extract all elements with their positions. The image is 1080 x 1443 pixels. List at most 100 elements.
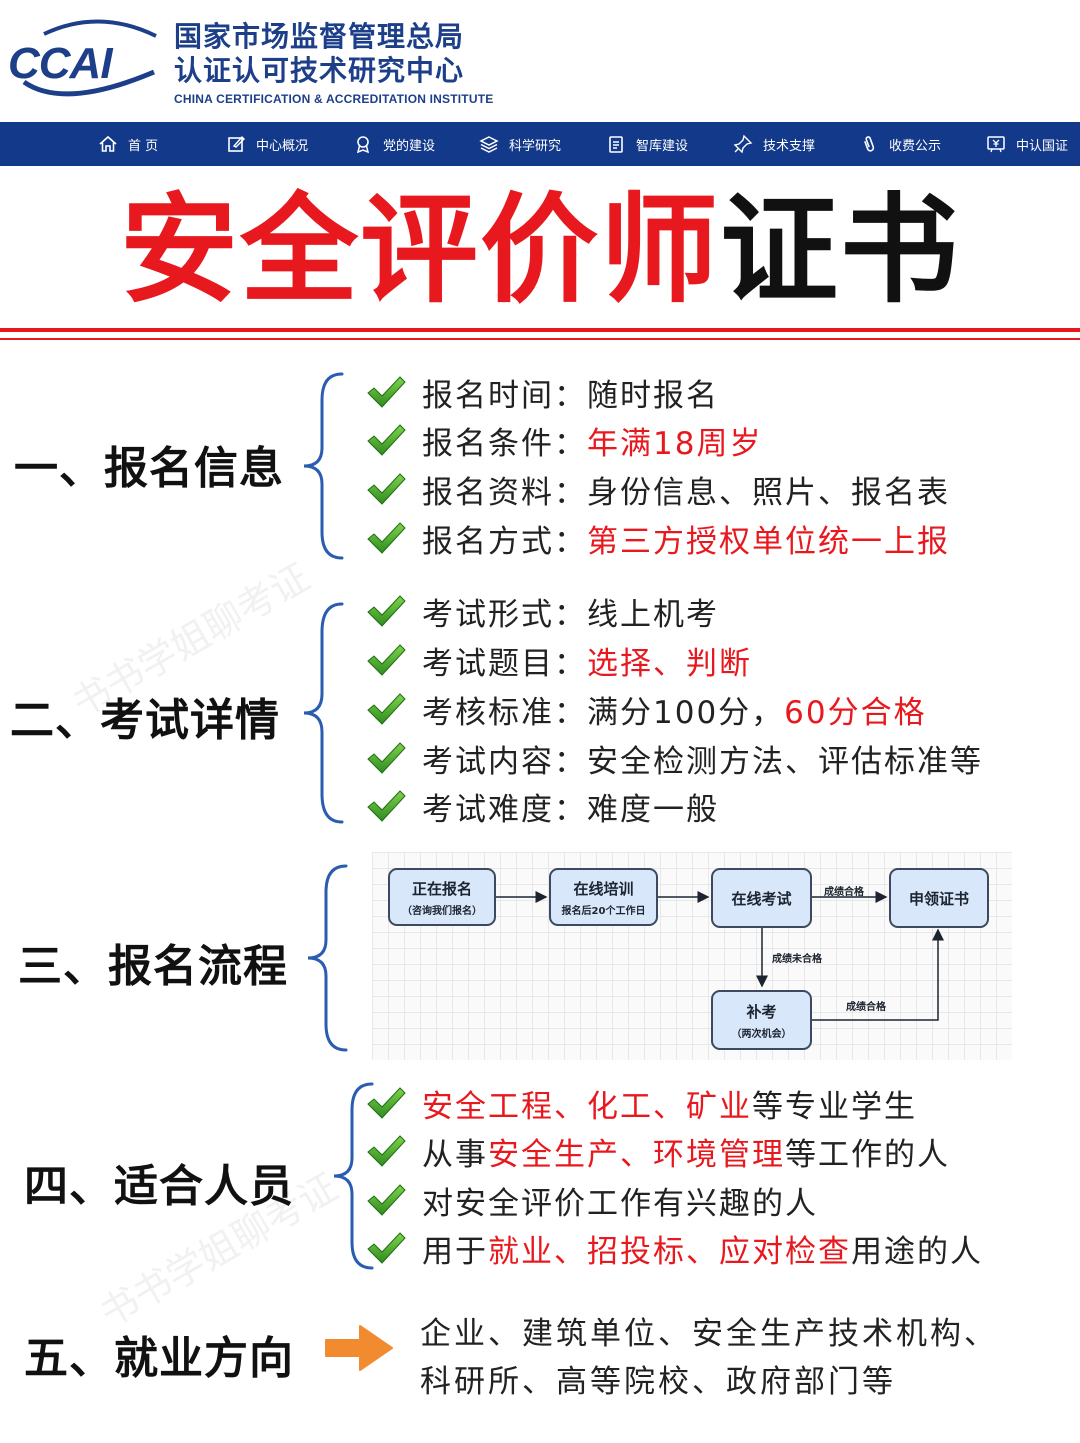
nav-item-fees[interactable]: 收费公示	[859, 122, 941, 166]
career-line-2: 科研所、高等院校、政府部门等	[420, 1364, 896, 1400]
page-title: 安全评价师证书	[0, 180, 1080, 320]
list-item: 考核标准：满分100分，60分合格	[366, 689, 927, 731]
flow-label-fail: 成绩未合格	[772, 954, 822, 965]
paperclip-icon	[864, 136, 875, 152]
flow-arrows	[496, 891, 944, 1021]
nav-item-label: 技术支撑	[763, 138, 816, 154]
item-key: 考试题目：	[422, 645, 587, 682]
nav-item-home[interactable]: 首 页	[98, 122, 158, 166]
check-icon	[366, 422, 406, 458]
check-icon	[366, 471, 406, 507]
item-value: 线上机考	[587, 596, 719, 633]
nav-item-label: 收费公示	[889, 138, 942, 154]
item-text: 等工作的人	[785, 1136, 950, 1173]
flow-step-training: 在线培训 报名后20个工作日	[549, 868, 658, 926]
flow-label-pass: 成绩合格	[846, 1002, 886, 1013]
nav-item-ccc[interactable]: 中认国证	[986, 122, 1068, 166]
nav-item-label: 首 页	[128, 138, 159, 154]
nav-item-label: 科学研究	[509, 138, 562, 154]
check-icon	[366, 374, 406, 410]
check-icon	[366, 1085, 406, 1121]
title-red-part: 安全评价师	[119, 180, 720, 319]
list-item: 考试难度：难度一般	[366, 786, 719, 828]
flow-step-note: 报名后20个工作日	[561, 905, 646, 917]
check-icon	[366, 691, 406, 727]
nav-item-thinktank[interactable]: 智库建设	[606, 122, 688, 166]
ccai-logo-icon[interactable]: CCAI	[4, 12, 164, 108]
currency-icon	[987, 136, 1005, 153]
item-key: 考试形式：	[422, 596, 587, 633]
check-icon	[366, 1230, 406, 1266]
section-label-exam: 二、考试详情	[10, 695, 280, 746]
nav-item-label: 智库建设	[636, 138, 689, 154]
site-header: CCAI 国家市场监督管理总局 认证认可技术研究中心 CHINA CERTIFI…	[0, 0, 1080, 122]
check-icon	[366, 788, 406, 824]
check-icon	[366, 520, 406, 556]
list-item: 安全工程、化工、矿业等专业学生	[366, 1083, 917, 1125]
item-key: 考核标准：	[422, 694, 587, 731]
svg-text:CCAI: CCAI	[8, 39, 113, 88]
flow-step-note: （两次机会）	[731, 1028, 792, 1040]
check-icon	[366, 740, 406, 776]
pin-icon	[733, 134, 753, 154]
item-value: 难度一般	[587, 791, 719, 828]
flow-step-title: 补考	[746, 1002, 777, 1021]
home-icon	[99, 135, 117, 152]
list-item: 报名时间：随时报名	[366, 372, 719, 414]
layers-icon	[479, 136, 499, 153]
flow-step-title: 申领证书	[908, 889, 969, 908]
list-item: 报名资料：身份信息、照片、报名表	[366, 469, 950, 511]
flow-step-note: （咨询我们报名）	[402, 905, 482, 917]
nav-item-label: 中认国证	[1016, 138, 1069, 154]
nav-item-research[interactable]: 科学研究	[479, 122, 561, 166]
career-line-1: 企业、建筑单位、安全生产技术机构、	[420, 1316, 998, 1352]
section-label-audience: 四、适合人员	[24, 1161, 294, 1212]
list-item: 报名方式：第三方授权单位统一上报	[366, 518, 950, 560]
nav-item-overview[interactable]: 中心概况	[226, 122, 308, 166]
nav-item-party[interactable]: 党的建设	[353, 122, 435, 166]
title-divider	[0, 328, 1080, 332]
flow-step-title: 在线考试	[731, 889, 792, 908]
nav-item-tech-support[interactable]: 技术支撑	[733, 122, 815, 166]
process-flowchart: 正在报名 （咨询我们报名） 在线培训 报名后20个工作日 在线考试 申领证书 补…	[372, 852, 1012, 1060]
brace-icon	[307, 864, 348, 1052]
item-value: 年满18周岁	[587, 425, 763, 462]
org-name-line1: 国家市场监督管理总局	[174, 20, 465, 53]
brace-icon	[303, 372, 344, 560]
item-text: 等专业学生	[752, 1088, 917, 1125]
item-text: 对安全评价工作有兴趣的人	[422, 1185, 818, 1222]
check-icon	[366, 1182, 406, 1218]
item-highlight: 就业、招投标、应对检查	[488, 1233, 851, 1270]
item-value: 满分100分，	[587, 694, 785, 731]
clipboard-icon	[609, 136, 623, 153]
flow-label-pass: 成绩合格	[824, 887, 864, 898]
item-value: 选择、判断	[587, 645, 752, 682]
list-item: 考试形式：线上机考	[366, 591, 719, 633]
title-divider-thin	[0, 338, 1080, 340]
flow-step-certificate: 申领证书	[889, 868, 989, 928]
list-item: 考试内容：安全检测方法、评估标准等	[366, 738, 983, 780]
section-label-career: 五、就业方向	[24, 1333, 294, 1384]
flow-step-registering: 正在报名 （咨询我们报名）	[388, 868, 496, 926]
check-icon	[366, 642, 406, 678]
brace-icon	[333, 1082, 374, 1270]
flow-step-retake: 补考 （两次机会）	[711, 990, 812, 1050]
list-item: 用于就业、招投标、应对检查用途的人	[366, 1228, 983, 1270]
flow-step-title: 正在报名	[411, 879, 472, 898]
item-text: 从事	[422, 1136, 488, 1173]
check-icon	[366, 1133, 406, 1169]
section-label-registration: 一、报名信息	[14, 443, 284, 494]
item-value: 身份信息、照片、报名表	[587, 474, 950, 511]
item-key: 考试难度：	[422, 791, 587, 828]
org-name-line2: 认证认可技术研究中心	[174, 54, 465, 87]
flow-step-exam: 在线考试	[711, 868, 812, 928]
item-value-highlight: 60分合格	[784, 694, 927, 731]
section-label-process: 三、报名流程	[18, 941, 288, 992]
title-black-part: 证书	[720, 180, 961, 319]
arrow-right-icon	[325, 1325, 393, 1371]
nav-item-label: 党的建设	[383, 138, 436, 154]
item-text: 用途的人	[851, 1233, 983, 1270]
item-key: 报名方式：	[422, 523, 587, 560]
item-text: 用于	[422, 1233, 488, 1270]
list-item: 从事安全生产、环境管理等工作的人	[366, 1131, 950, 1173]
